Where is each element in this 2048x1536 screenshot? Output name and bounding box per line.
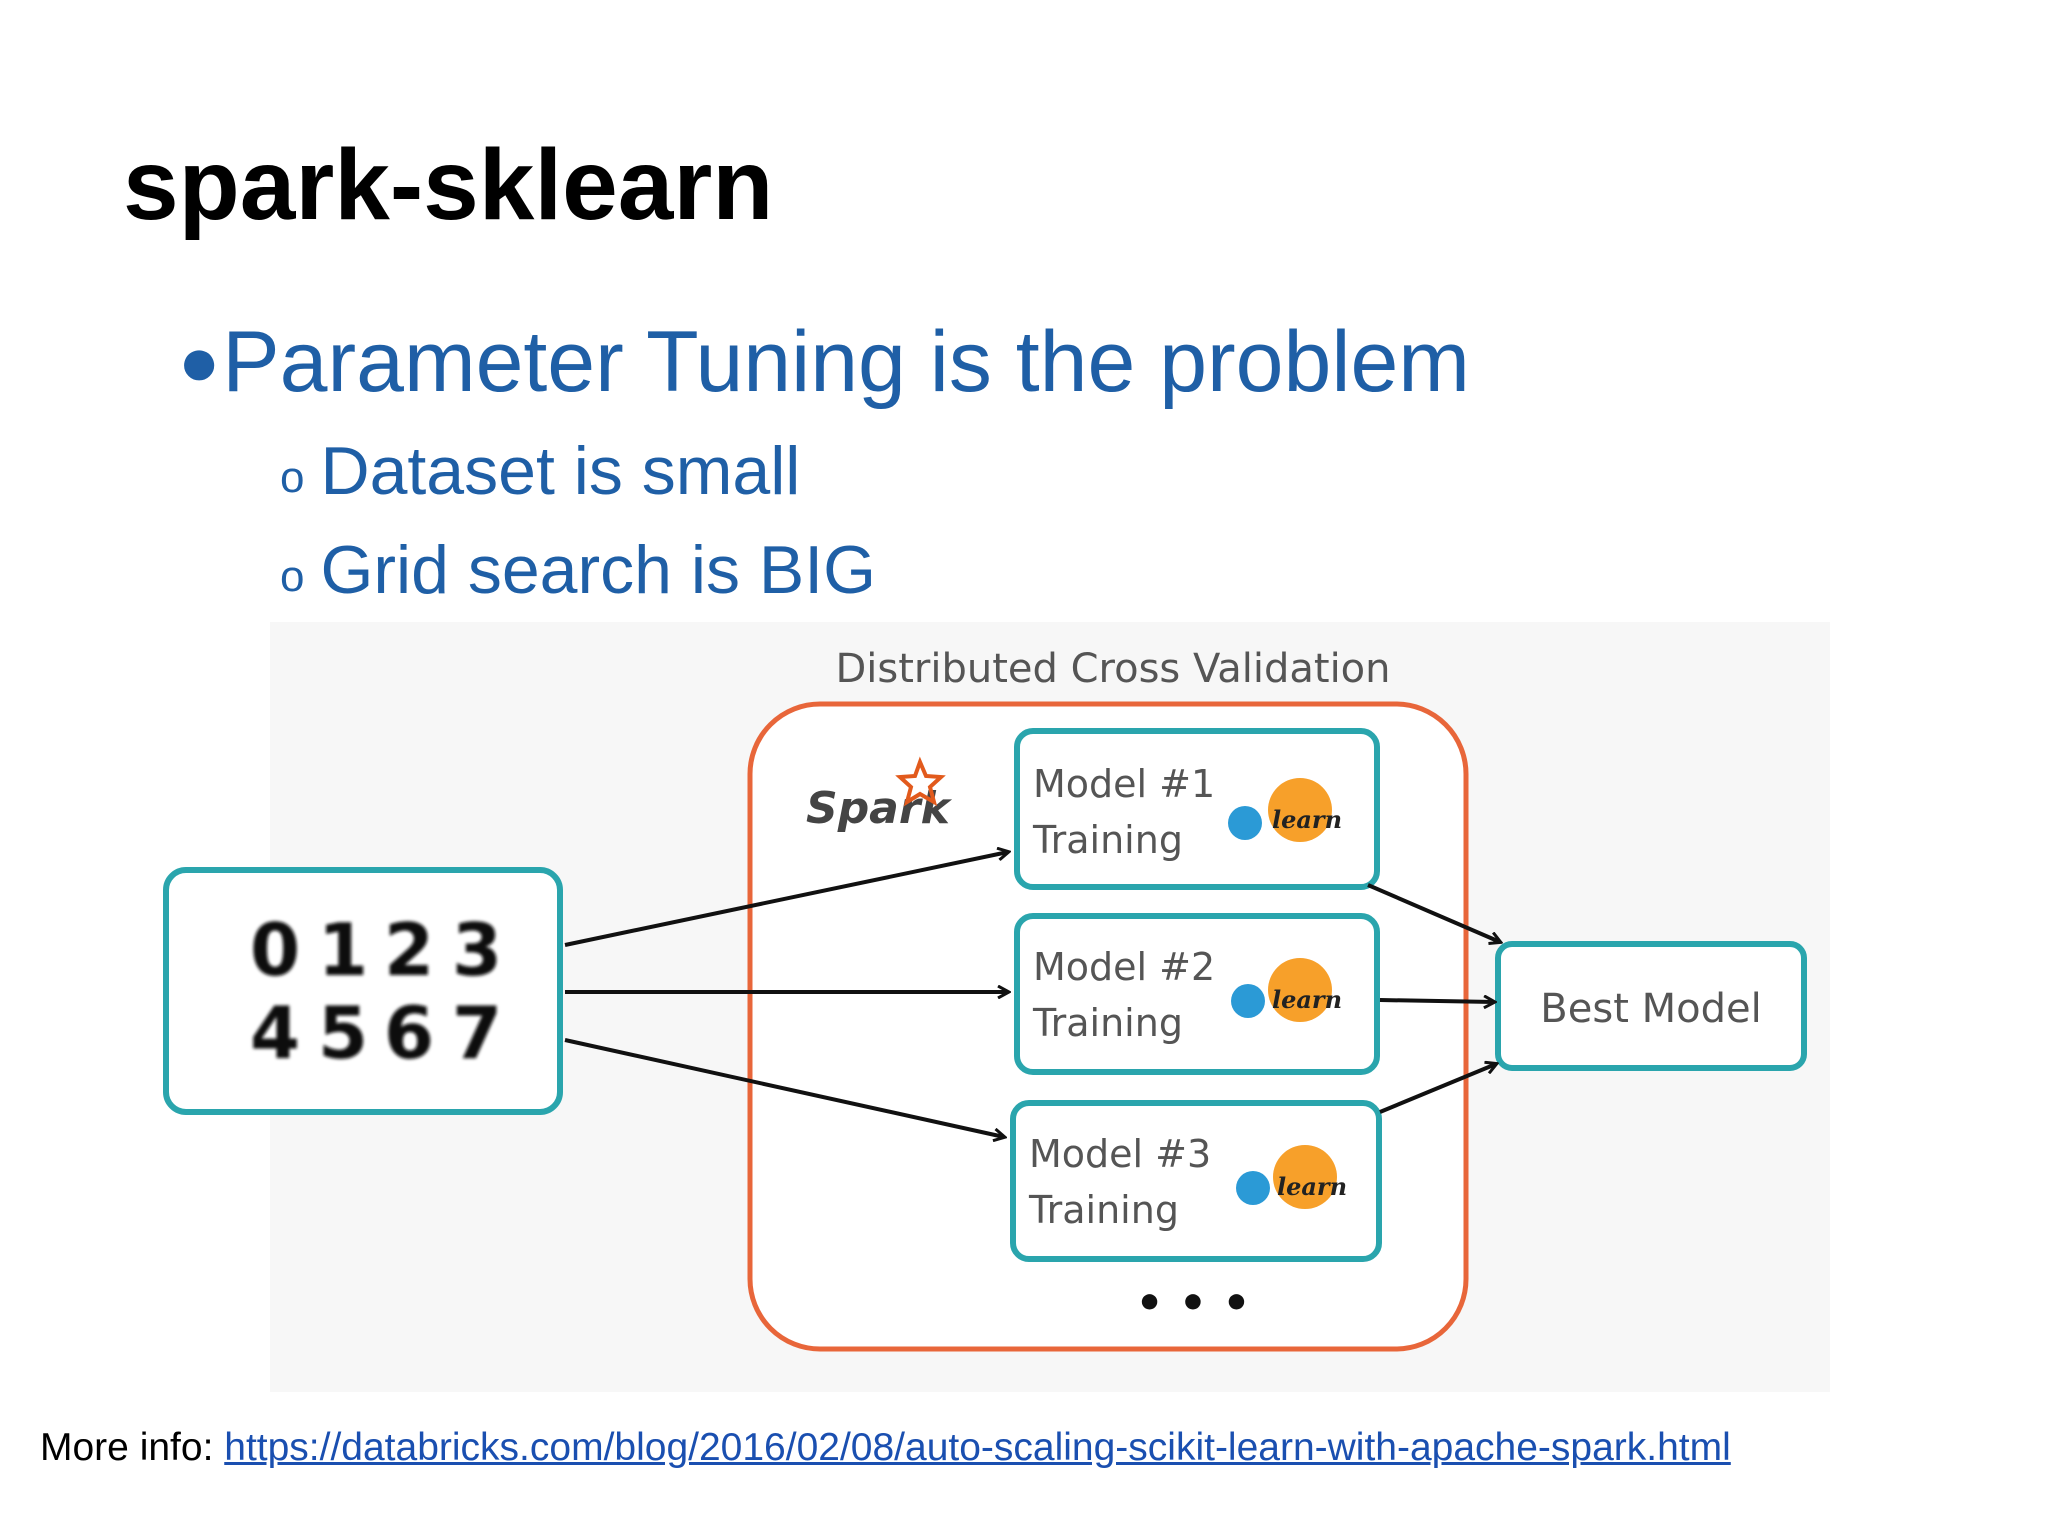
sklearn-logo-icon: learn bbox=[1228, 778, 1342, 842]
sub-bullet-text: Grid search is BIG bbox=[320, 532, 876, 608]
bullet-parameter-tuning: ●Parameter Tuning is the problem bbox=[178, 315, 1470, 410]
mnist-digits: 0 1 2 3 4 5 6 7 bbox=[250, 908, 502, 1075]
sklearn-logo-icon: learn bbox=[1231, 958, 1342, 1022]
best-model-box bbox=[1495, 941, 1807, 1071]
arrow-input-to-model-3 bbox=[564, 1038, 1004, 1137]
sklearn-logo-text: learn bbox=[1272, 805, 1342, 834]
sub-bullet-dataset: o Dataset is small bbox=[280, 434, 800, 509]
arrow-model-1-to-best bbox=[1367, 883, 1500, 942]
digit: 5 bbox=[318, 991, 368, 1075]
bullet-text: Parameter Tuning is the problem bbox=[222, 314, 1470, 410]
sub-bullet-grid-search: o Grid search is BIG bbox=[280, 533, 876, 608]
flow-arrows bbox=[564, 852, 1500, 1137]
slide-title: spark-sklearn bbox=[123, 129, 774, 241]
spark-star-icon bbox=[895, 756, 946, 807]
sklearn-logo-text: learn bbox=[1272, 985, 1342, 1014]
bullet-dot-icon: ● bbox=[178, 322, 221, 400]
sub-bullet-circle-icon: o bbox=[280, 552, 305, 601]
sklearn-logo-text: learn bbox=[1277, 1172, 1347, 1201]
digit: 2 bbox=[384, 908, 434, 992]
more-info-footer: More info: https://databricks.com/blog/2… bbox=[40, 1426, 1731, 1470]
model-sublabel: Training bbox=[1028, 1188, 1179, 1232]
spark-logo: Spark bbox=[806, 756, 953, 834]
spark-logo-text: Spark bbox=[806, 783, 953, 834]
arrow-model-3-to-best bbox=[1379, 1064, 1496, 1114]
model-label: Model #1 bbox=[1033, 762, 1215, 806]
digit: 0 bbox=[250, 908, 300, 992]
arrow-model-2-to-best bbox=[1379, 1000, 1494, 1002]
model-1-box: Model #1 Training learn bbox=[1014, 728, 1380, 890]
input-data-box bbox=[163, 867, 563, 1115]
digit: 1 bbox=[318, 908, 368, 992]
best-model-label: Best Model bbox=[1540, 986, 1761, 1032]
model-label: Model #2 bbox=[1033, 945, 1215, 989]
model-3-box: Model #3 Training learn bbox=[1010, 1100, 1382, 1262]
model-label: Model #3 bbox=[1029, 1132, 1211, 1176]
model-sublabel: Training bbox=[1032, 1001, 1183, 1045]
digit: 6 bbox=[384, 991, 434, 1075]
more-models-ellipsis: • • • bbox=[1135, 1278, 1250, 1329]
digit: 4 bbox=[250, 991, 300, 1075]
diagram-caption: Distributed Cross Validation bbox=[835, 646, 1390, 692]
sub-bullet-circle-icon: o bbox=[280, 453, 305, 502]
arrow-input-to-model-1 bbox=[564, 852, 1008, 947]
model-sublabel: Training bbox=[1032, 818, 1183, 862]
digit: 7 bbox=[452, 991, 502, 1075]
sub-bullet-text: Dataset is small bbox=[320, 433, 801, 509]
databricks-blog-link[interactable]: https://databricks.com/blog/2016/02/08/a… bbox=[224, 1426, 1731, 1469]
digit: 3 bbox=[452, 908, 502, 992]
model-2-box: Model #2 Training learn bbox=[1014, 913, 1380, 1075]
footer-prefix: More info: bbox=[40, 1426, 225, 1469]
sklearn-logo-icon: learn bbox=[1236, 1145, 1347, 1209]
